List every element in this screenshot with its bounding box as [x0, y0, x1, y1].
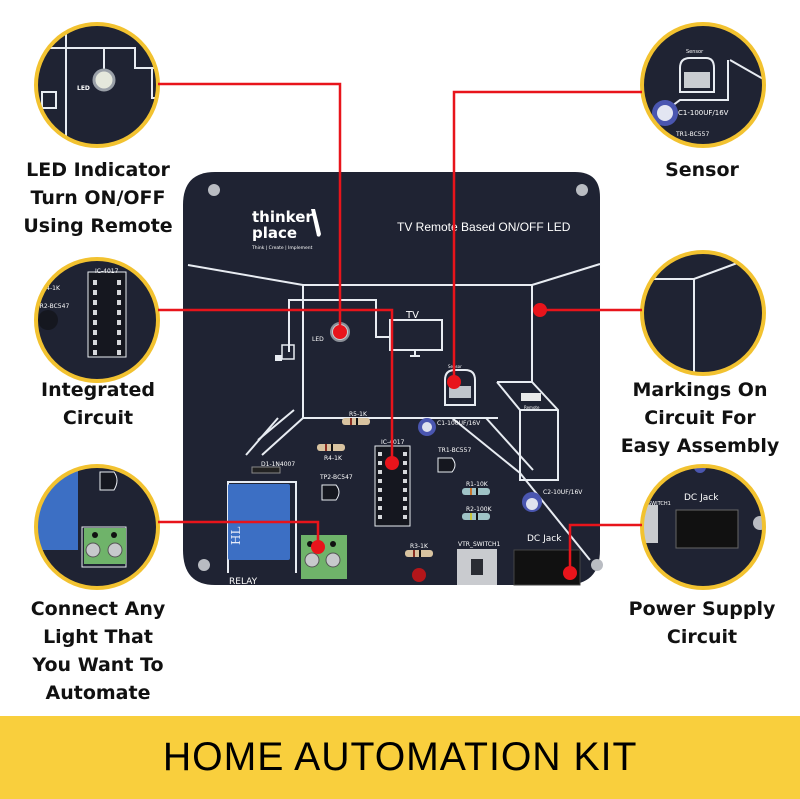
relay-label: RELAY [229, 577, 258, 587]
ic-zoom-label: IC-4017 [95, 268, 119, 275]
zoom-circle-sensor: C1-100UF/16V TR1-BC557 Sensor [640, 22, 766, 148]
callout-label-power: Power Supply Circuit [628, 598, 776, 648]
brand-name-2: place [252, 224, 297, 242]
mounting-hole [198, 559, 210, 571]
d1-label: D1-1N4007 [261, 461, 295, 468]
window-icon-base [275, 355, 282, 361]
r3-label: R3-1K [410, 543, 429, 550]
zoom-circle-led: LED [34, 22, 160, 148]
c1-label: C1-100UF/16V [437, 420, 481, 427]
c2-label: C2-10UF/16V [543, 489, 583, 496]
diode-d1 [251, 466, 281, 474]
red-led [412, 568, 426, 582]
zoom-circle-markings [640, 250, 766, 376]
callout-line-power [568, 523, 642, 573]
callout-dots [311, 303, 577, 580]
sensor-zoom-label: Sensor [686, 49, 704, 55]
callout-line-led [158, 82, 342, 332]
callout-dot-sensor [447, 375, 461, 389]
transistor-tr1 [437, 457, 456, 473]
callout-dot-power [563, 566, 577, 580]
banner-title: HOME AUTOMATION KIT [162, 735, 638, 779]
r2-label: R2-100K [466, 506, 493, 513]
remote-label: Remote [524, 405, 540, 410]
power-zoom-dcjack: DC Jack [684, 493, 719, 503]
callout-label-ic: Integrated Circuit [41, 379, 155, 429]
capacitor-c2-top [526, 498, 538, 510]
r1-label: R1-10K [466, 481, 489, 488]
ir-sensor [449, 386, 471, 398]
vtr-switch-button [471, 559, 483, 575]
callout-line-sensor [452, 90, 642, 382]
callout-dot-ic [385, 456, 399, 470]
ic-pins [378, 452, 407, 519]
sensor-zoom-c1: C1-100UF/16V [678, 109, 729, 117]
mounting-hole [208, 184, 220, 196]
capacitor-c1-top [422, 422, 432, 432]
mounting-hole [591, 559, 603, 571]
switch-label: VTR_SWITCH1 [458, 541, 500, 548]
board-title: TV Remote Based ON/OFF LED [397, 220, 571, 234]
zoom-circle-terminal [34, 464, 160, 590]
callout-dot-led [333, 325, 347, 339]
resistor-r2 [462, 513, 490, 520]
tr1-label: TR1-BC557 [437, 447, 471, 454]
dc-jack-label: DC Jack [527, 534, 562, 544]
led-zoom-icon [92, 68, 116, 92]
brand-tagline: Think | Create | Implement [251, 245, 313, 251]
callout-line-terminal [158, 520, 320, 547]
red-led-label: Red LED [410, 587, 431, 593]
callout-label-markings: Markings On Circuit For Easy Assembly [620, 379, 780, 457]
flask-icon [311, 209, 321, 237]
resistor-r3 [405, 550, 433, 557]
window-icon [281, 344, 295, 360]
callout-dot-markings [533, 303, 547, 317]
ic-zoom-tr2: TR2-BC547 [35, 303, 69, 310]
room-outline [187, 263, 601, 573]
callout-label-led: LED Indicator Turn ON/OFF Using Remote [23, 159, 173, 237]
terminal-screw [325, 552, 341, 568]
callout-dot-terminal [311, 540, 325, 554]
power-zoom-switch: SWITCH1 [648, 501, 671, 507]
terminal-screw [304, 552, 320, 568]
led-zoom-label: LED [77, 85, 90, 92]
tv-label: TV [405, 310, 419, 321]
zoom-circle-ic: IC-4017 R4-1K TR2-BC547 [34, 257, 160, 383]
led-label: LED [312, 336, 324, 343]
callout-label-sensor: Sensor [665, 159, 739, 181]
transistor-tr2 [321, 484, 340, 501]
r4-label: R4-1K [324, 455, 343, 462]
callout-lines [158, 82, 642, 573]
resistor-r4 [317, 444, 345, 451]
r5-label: R5-1K [349, 411, 368, 418]
callout-line-ic [158, 308, 394, 463]
title-banner: HOME AUTOMATION KIT [0, 716, 800, 799]
callout-label-terminal: Connect Any Light That You Want To Autom… [30, 598, 166, 704]
remote-icon [521, 393, 541, 401]
resistor-r1 [462, 488, 490, 495]
zoom-circle-power: DC Jack SWITCH1 [640, 464, 766, 590]
sensor-zoom-tr1: TR1-BC557 [675, 131, 709, 138]
terminal-hole [330, 541, 336, 547]
relay-brand: HL [229, 527, 243, 545]
ic-zoom-r4: R4-1K [42, 285, 61, 292]
mounting-hole [576, 184, 588, 196]
tr2-label: TP2-BC547 [319, 474, 353, 481]
brand-name: thinker [252, 208, 313, 226]
resistor-r5 [342, 418, 370, 425]
